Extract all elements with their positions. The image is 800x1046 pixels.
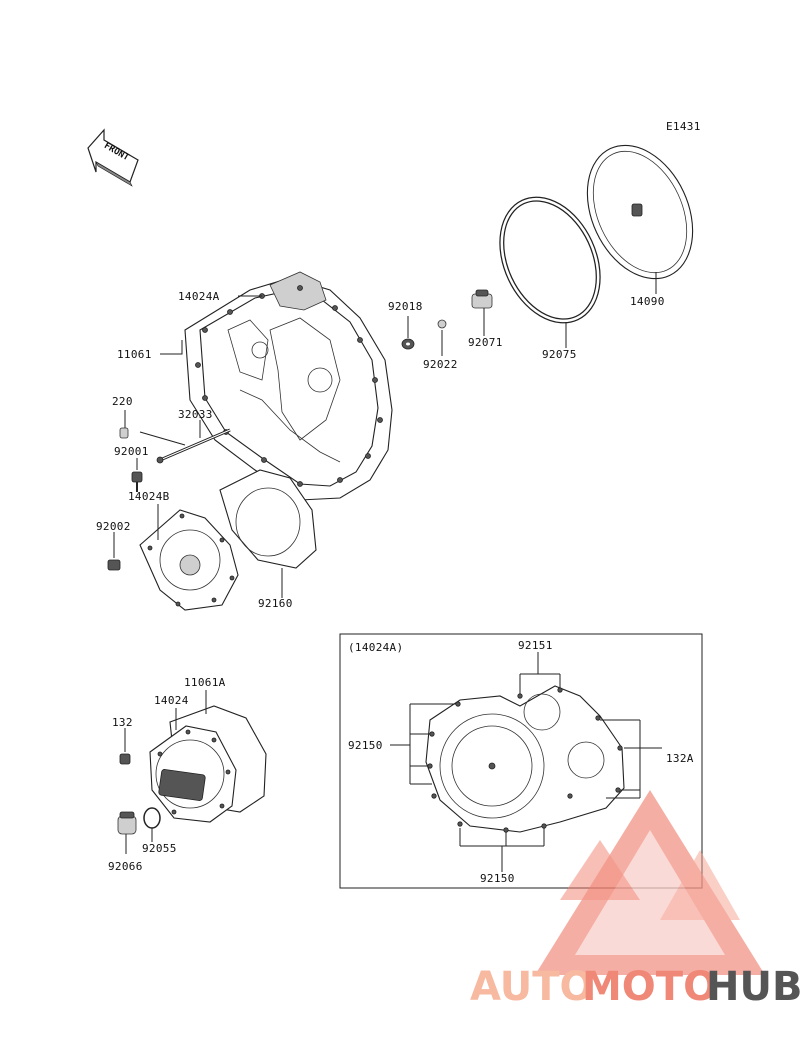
label-11061A: 11061A [184, 676, 226, 689]
label-92160: 92160 [258, 597, 293, 610]
diagram-code: E1431 [666, 120, 701, 133]
watermark-part1: AUTO [470, 964, 594, 1010]
dowel-pin-220 [119, 427, 129, 439]
label-14024B: 14024B [128, 490, 170, 503]
front-arrow-icon: FRONT [87, 128, 139, 187]
inset-label-92150-left: 92150 [348, 739, 383, 752]
label-14024: 14024 [154, 694, 189, 707]
cap-14090 [586, 144, 694, 280]
rod-32033 [156, 428, 231, 464]
label-92055: 92055 [142, 842, 177, 855]
o-ring-92055 [143, 807, 161, 829]
inset-label-132A: 132A [666, 752, 694, 765]
clutch-cover-assembly [184, 271, 393, 501]
label-14090: 14090 [630, 295, 665, 308]
inset-detail-box: (14024A) 92151 92150 [339, 633, 703, 889]
gasket-92160 [219, 469, 317, 569]
watermark-part3: HUB [706, 964, 800, 1010]
washer-92022 [437, 319, 447, 329]
bolt-132 [119, 753, 131, 765]
inset-label-92151: 92151 [518, 639, 553, 652]
label-32033: 32033 [178, 408, 213, 421]
bolt-92002 [107, 559, 121, 571]
cover-14024 [149, 725, 237, 823]
label-92075: 92075 [542, 348, 577, 361]
watermark-text: AUTO MOTO HUB [470, 964, 800, 1010]
label-92066: 92066 [108, 860, 143, 873]
plug-92071 [471, 289, 493, 309]
o-ring-92075 [499, 196, 601, 324]
inset-title: (14024A) [348, 641, 403, 654]
cover-14024B [139, 509, 239, 611]
plug-92066 [117, 811, 137, 835]
label-132: 132 [112, 716, 133, 729]
watermark-logo [535, 790, 765, 975]
label-92018: 92018 [388, 300, 423, 313]
label-11061: 11061 [117, 348, 152, 361]
watermark-part2: MOTO [582, 964, 717, 1010]
label-220: 220 [112, 395, 133, 408]
label-14024A: 14024A [178, 290, 220, 303]
label-92002: 92002 [96, 520, 131, 533]
washer-92018 [401, 338, 415, 350]
inset-label-92150-bottom: 92150 [480, 872, 515, 885]
label-92001: 92001 [114, 445, 149, 458]
bolt-92001 [131, 471, 143, 492]
label-92071: 92071 [468, 336, 503, 349]
label-92022: 92022 [423, 358, 458, 371]
